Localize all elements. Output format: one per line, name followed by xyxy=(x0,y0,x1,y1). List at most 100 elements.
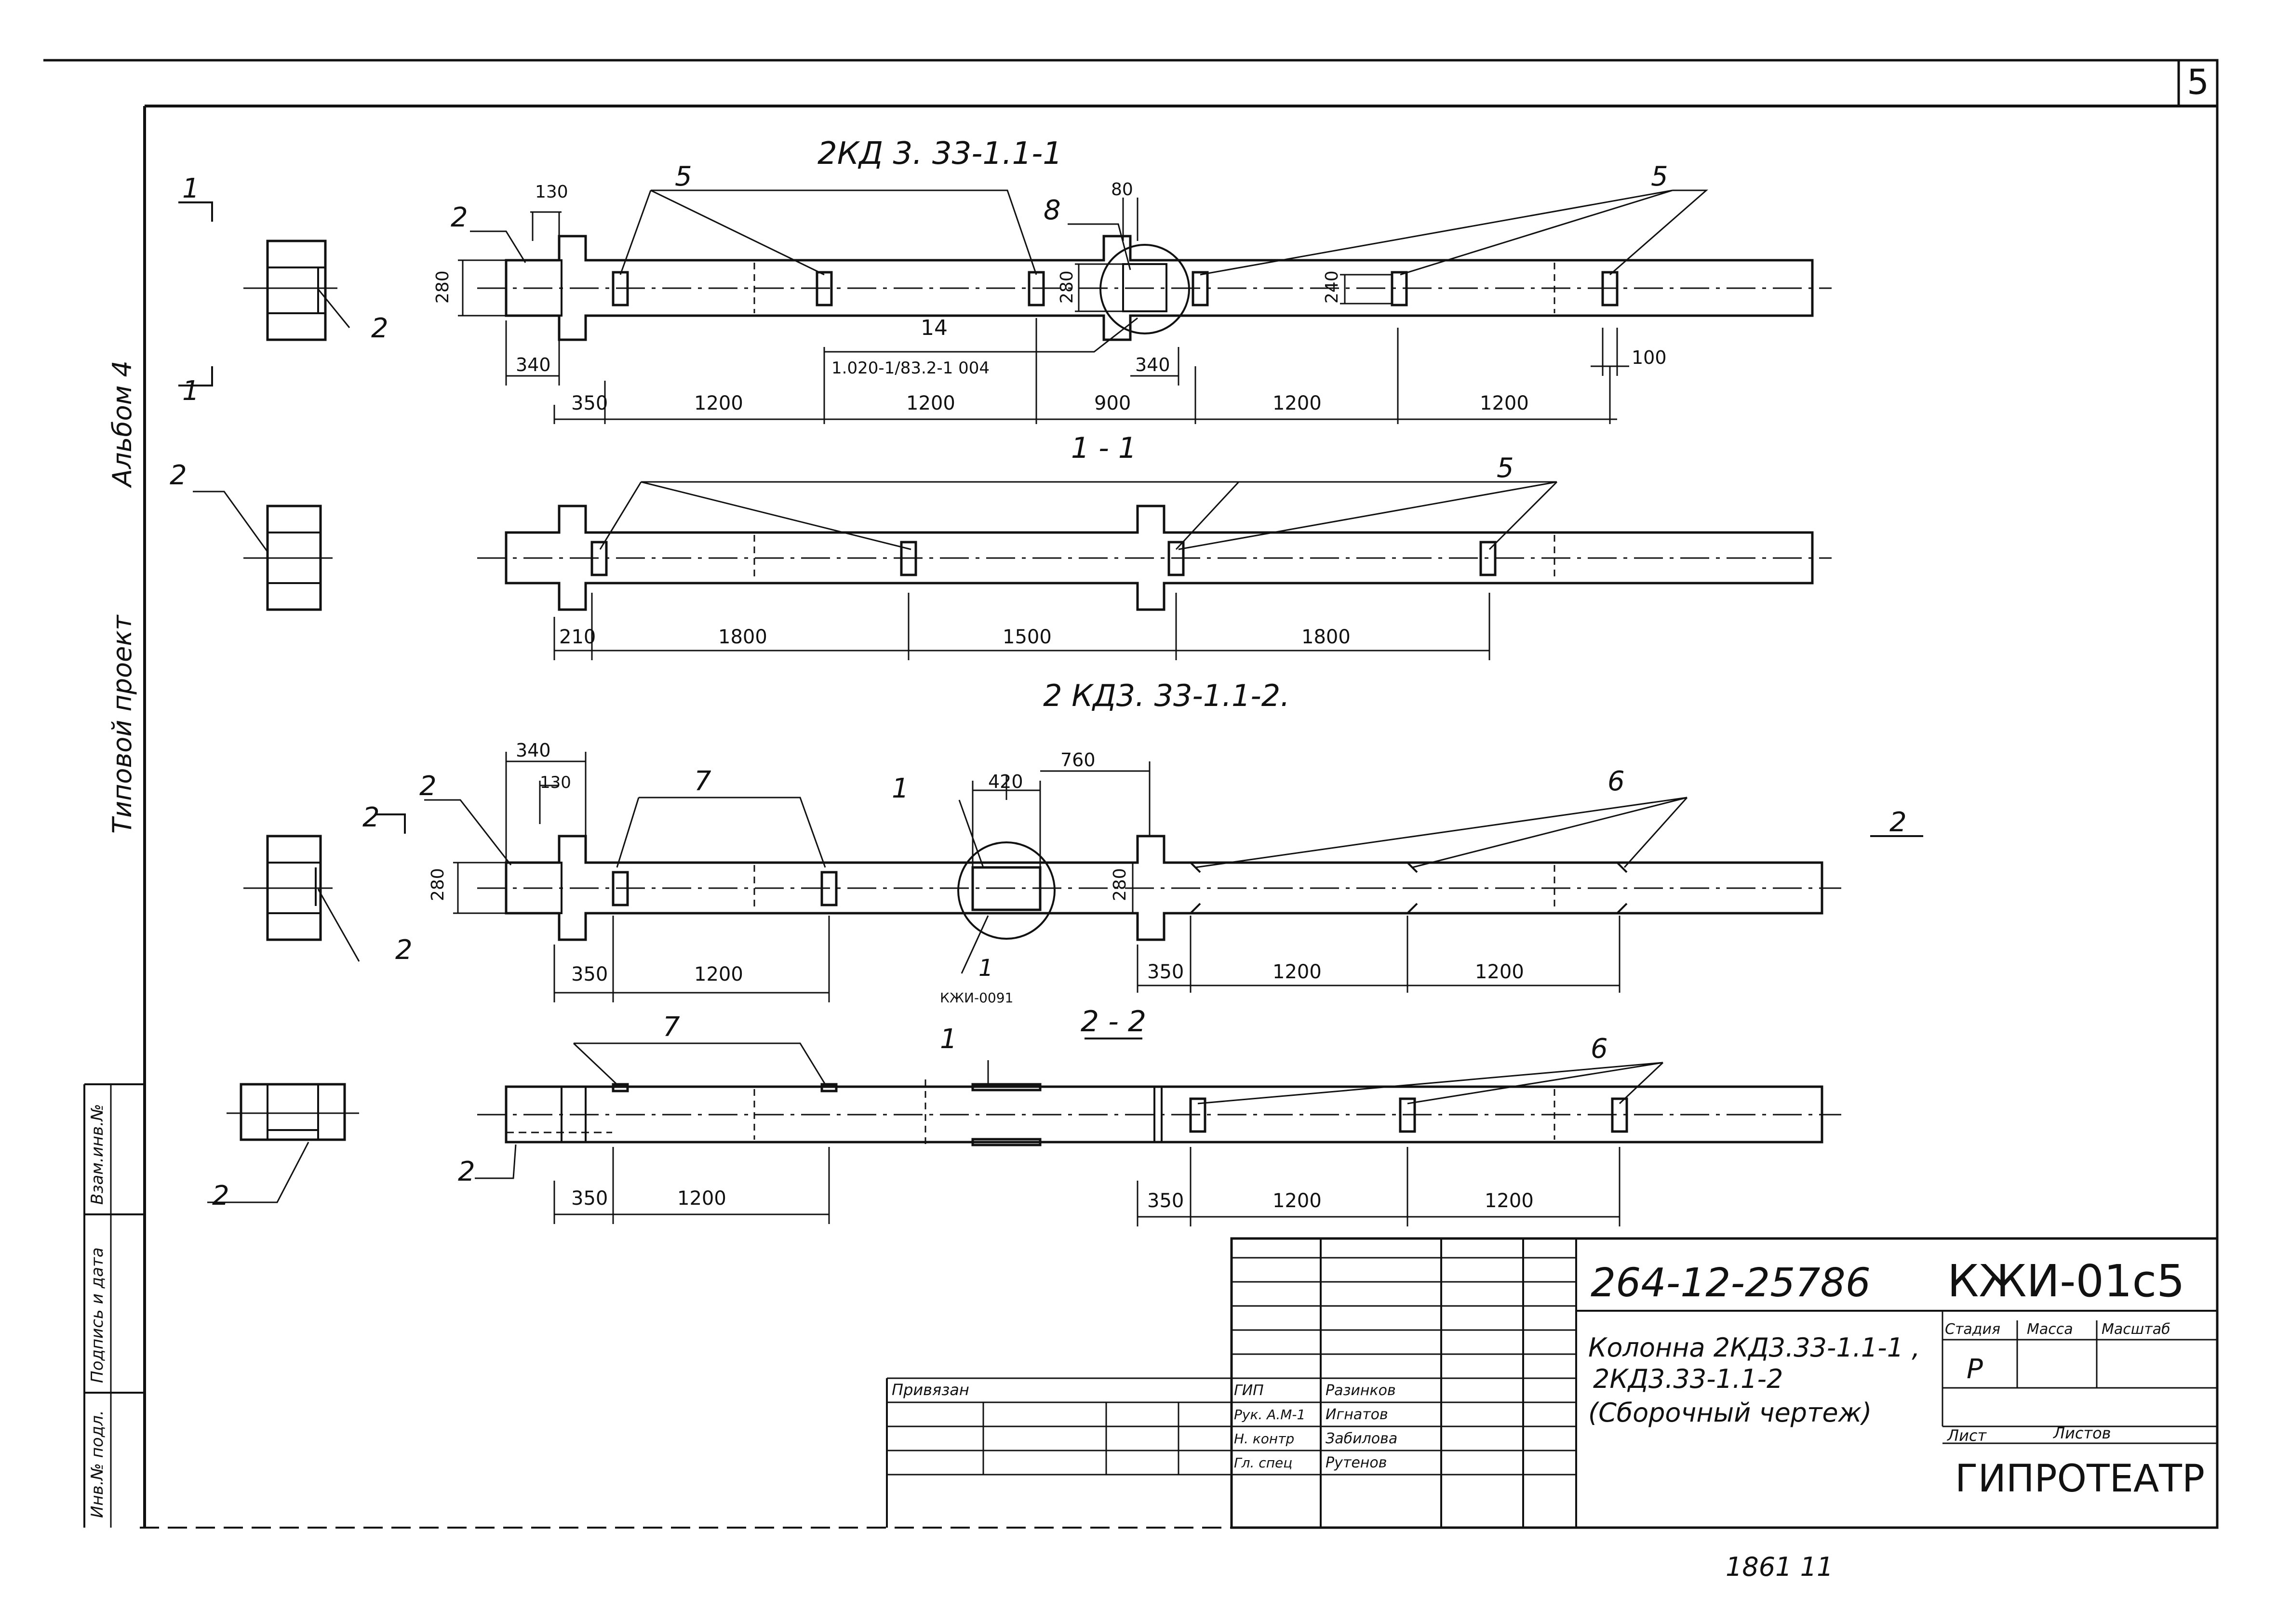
chain-2-3: 1800 xyxy=(1301,626,1351,648)
chain-1-2: 1200 xyxy=(906,392,955,414)
view-3: 2 КД3. 33-1.1-2. xyxy=(243,678,1923,1002)
name-2: Забилова xyxy=(1326,1430,1397,1447)
section-mark-1-top: 1 xyxy=(182,173,200,204)
doc-code: 264-12-25786 xyxy=(1591,1260,1871,1306)
embed-5f xyxy=(1601,271,1619,306)
sheets-label: Листов xyxy=(2053,1424,2111,1442)
column-2-outline xyxy=(505,505,1814,611)
view-1-title: 2КД 3. 33-1.1-1 xyxy=(817,136,1062,172)
detail-num: 1 xyxy=(978,955,993,982)
dim-h-280a: 280 xyxy=(433,270,453,304)
stamp-cell-3: Инв.№ подл. xyxy=(88,1410,107,1518)
view-4-labels: 2 - 2 7 1 6 2 2 350 1200 350 1200 1200 xyxy=(212,1005,1608,1212)
section-1-view xyxy=(266,240,327,341)
callout-5-left: 5 xyxy=(675,161,692,192)
chain-3-3: 1200 xyxy=(1272,961,1322,983)
dim-h-280d: 280 xyxy=(1110,868,1130,901)
name-0: Разинков xyxy=(1326,1382,1396,1399)
view-3-callout-1: 1 xyxy=(892,773,909,804)
section-mark-1-bottom: 1 xyxy=(182,375,200,407)
view-2-labels: 2 5 210 1800 1500 1800 xyxy=(170,453,1514,648)
role-3: Гл. спец xyxy=(1234,1455,1292,1471)
embed-5c xyxy=(1028,271,1045,306)
chain-1-3: 900 xyxy=(1094,392,1131,414)
chain-3-0: 350 xyxy=(571,963,608,985)
view-4-callout-2: 2 xyxy=(458,1156,475,1187)
section-mark-2-left: 2 xyxy=(362,802,380,833)
album-label: Альбом 4 xyxy=(107,360,137,488)
privyazan-label: Привязан xyxy=(892,1381,969,1399)
chain-1-5: 1200 xyxy=(1480,392,1529,414)
dim-420: 420 xyxy=(988,771,1023,792)
view-2-title: 1 - 1 xyxy=(1071,431,1137,465)
view-1-side-callout: 2 xyxy=(371,313,388,344)
chain-1-1: 1200 xyxy=(694,392,743,414)
callout-8: 8 xyxy=(1044,195,1061,226)
sheet-number: 5 xyxy=(2187,62,2209,102)
bottom-note: 1861 11 xyxy=(1726,1552,1833,1582)
left-margin: Альбом 4 Типовой проект Взам.инв.№ Подпи… xyxy=(83,360,145,1528)
view-4-callout-1: 1 xyxy=(940,1024,957,1055)
chain-4-3: 1200 xyxy=(1272,1190,1322,1212)
chain-4-2: 350 xyxy=(1147,1190,1184,1212)
view-4-callout-7: 7 xyxy=(663,1012,680,1043)
stamp-cell-2: Подпись и дата xyxy=(88,1247,107,1383)
view-3-callout-7: 7 xyxy=(694,766,711,797)
view-4 xyxy=(207,1038,1841,1226)
detail-ref: КЖИ-0091 xyxy=(940,990,1013,1006)
view-1: 2КД 3. 33-1.1-1 xyxy=(178,136,1832,424)
view-4-title: 2 - 2 xyxy=(1081,1005,1146,1038)
section-mark-2-right: 2 xyxy=(1889,807,1907,838)
note-ref: 1.020-1/83.2-1 004 xyxy=(831,359,990,378)
column-1-outline xyxy=(505,235,1814,341)
view-2-callout-5: 5 xyxy=(1497,453,1514,484)
section-4-view xyxy=(240,1083,346,1141)
dim-760: 760 xyxy=(1060,749,1096,771)
title-line-2: 2КД3.33-1.1-2 xyxy=(1593,1364,1783,1394)
view-4-side-callout: 2 xyxy=(212,1180,229,1211)
col-scale: Масштаб xyxy=(2102,1321,2170,1338)
callout-2: 2 xyxy=(451,202,468,233)
chain-3-4: 1200 xyxy=(1475,961,1524,983)
chain-2-0: 210 xyxy=(559,626,596,648)
chain-4-0: 350 xyxy=(571,1187,608,1210)
name-1: Игнатов xyxy=(1326,1406,1388,1423)
chain-4-1: 1200 xyxy=(677,1187,726,1210)
embed-5d xyxy=(1192,271,1209,306)
embed-1 xyxy=(971,866,1042,911)
view-3-side-callout: 2 xyxy=(395,934,413,966)
chain-1-0: 350 xyxy=(571,392,608,414)
view-3-callout-2: 2 xyxy=(419,771,437,802)
title-block xyxy=(886,1237,2219,1529)
title-line-1: Колонна 2КД3.33-1.1-1 , xyxy=(1588,1332,1920,1363)
dim-340-top: 340 xyxy=(516,740,551,761)
sheet-frame xyxy=(43,59,2219,1529)
title-line-3: (Сборочный чертеж) xyxy=(1588,1398,1872,1428)
dim-w-340a: 340 xyxy=(516,354,551,375)
dim-130-top: 130 xyxy=(540,773,571,792)
view-3-title: 2 КД3. 33-1.1-2. xyxy=(1043,678,1290,713)
chain-1-4: 1200 xyxy=(1272,392,1322,414)
view-3-callout-6: 6 xyxy=(1607,766,1625,797)
chain-3-1: 1200 xyxy=(694,963,743,985)
sheet-label: Лист xyxy=(1947,1426,1987,1445)
embed-5a xyxy=(612,271,629,306)
dim-w-100: 100 xyxy=(1632,347,1667,368)
callout-5-right: 5 xyxy=(1651,161,1668,192)
col-stage: Стадия xyxy=(1945,1321,2000,1338)
dim-w-340b: 340 xyxy=(1135,354,1170,375)
view-3-labels: 2 2 2 340 130 420 760 280 280 2 7 1 6 1 … xyxy=(362,740,1907,1006)
chain-4-4: 1200 xyxy=(1485,1190,1534,1212)
col-mass: Масса xyxy=(2027,1321,2073,1338)
column-3-outline xyxy=(505,835,1823,941)
org-name: ГИПРОТЕАТР xyxy=(1955,1457,2205,1501)
role-1: Рук. А.М-1 xyxy=(1234,1407,1305,1423)
view-4-callout-6: 6 xyxy=(1591,1033,1608,1065)
chain-2-1: 1800 xyxy=(718,626,767,648)
dim-h-240: 240 xyxy=(1322,270,1342,304)
role-0: ГИП xyxy=(1234,1382,1264,1399)
role-2: Н. контр xyxy=(1234,1431,1294,1447)
note-number: 14 xyxy=(921,316,948,340)
